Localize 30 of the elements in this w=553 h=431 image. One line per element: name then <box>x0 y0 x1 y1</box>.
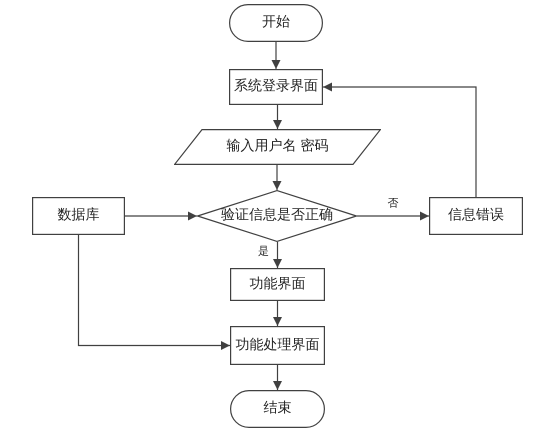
arrow <box>272 42 280 69</box>
arrow <box>357 212 429 220</box>
arrow <box>272 165 282 190</box>
arrow <box>273 105 282 129</box>
process-box <box>230 326 325 365</box>
terminal-shape <box>229 4 323 42</box>
arrow <box>323 82 477 197</box>
process-box <box>230 268 325 301</box>
arrow <box>273 301 282 326</box>
node-label: 信息错误 <box>448 207 504 225</box>
process-box <box>32 197 125 235</box>
process-box <box>229 69 323 105</box>
input-parallelogram <box>174 129 381 165</box>
edge-label: 是 <box>257 246 270 256</box>
edge-label: 否 <box>386 198 400 208</box>
node-label: 功能界面 <box>250 276 306 294</box>
node-label: 系统登录界面 <box>234 78 318 96</box>
node-label: 开始 <box>262 14 290 32</box>
process-box <box>429 197 523 235</box>
node-label: 结束 <box>264 400 292 418</box>
node-label: 数据库 <box>58 207 100 225</box>
arrow <box>273 365 282 390</box>
decision-diamond <box>197 190 357 242</box>
node-label: 功能处理界面 <box>236 336 320 354</box>
node-label: 输入用户名 密码 <box>226 138 329 156</box>
arrow <box>125 212 197 220</box>
arrow <box>273 242 282 268</box>
terminal-shape <box>230 390 325 428</box>
arrow <box>78 235 230 350</box>
node-label: 验证信息是否正确 <box>221 207 333 225</box>
